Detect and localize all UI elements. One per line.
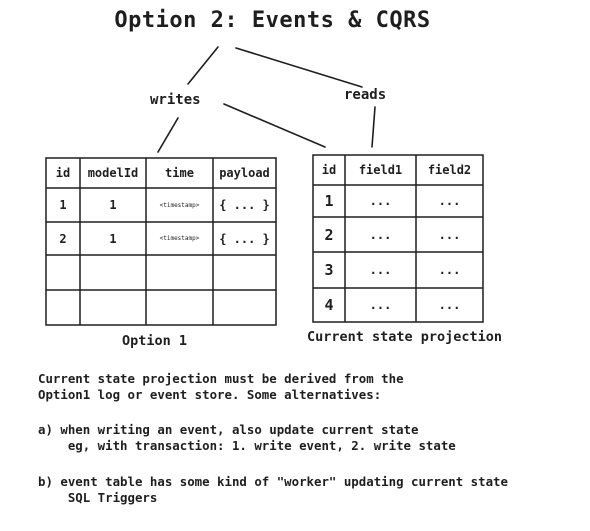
projection-row3-id: 3: [324, 261, 334, 279]
event-header-modelid: modelId: [87, 166, 139, 180]
note-b-line1: b) event table has some kind of "worker"…: [38, 474, 508, 489]
projection-row4-field2: ...: [438, 298, 461, 312]
projection-row2-field1: ...: [369, 227, 392, 242]
event-table-grid: [45, 157, 277, 326]
event-header-payload: payload: [219, 166, 270, 180]
projection-table-caption: Current state projection: [307, 329, 503, 345]
reads-label: reads: [344, 87, 387, 103]
projection-row2-field2: ...: [438, 227, 461, 242]
title-to-reads-line: [235, 47, 363, 88]
projection-row1-field1: ...: [369, 194, 392, 208]
note-intro-line1: Current state projection must be derived…: [38, 371, 404, 386]
projection-header-id: id: [321, 163, 337, 177]
writes-label: writes: [150, 92, 201, 108]
projection-row4-field1: ...: [369, 298, 392, 312]
reads-to-projection-line: [371, 106, 376, 148]
note-intro-line2: Option1 log or event store. Some alterna…: [38, 387, 382, 402]
projection-row2-id: 2: [324, 225, 334, 244]
diagram-title: Option 2: Events & CQRS: [114, 8, 431, 33]
event-header-time: time: [165, 166, 194, 180]
projection-header-field1: field1: [358, 163, 403, 177]
projection-row1-field2: ...: [438, 194, 461, 208]
projection-table-grid: [312, 154, 484, 323]
event-row1-modelid: 1: [109, 198, 117, 212]
event-table-caption: Option 1: [122, 333, 188, 349]
projection-row1-id: 1: [324, 192, 334, 210]
event-row2-id: 2: [59, 231, 67, 246]
note-a-line1: a) when writing an event, also update cu…: [38, 422, 419, 437]
event-header-id: id: [55, 166, 71, 180]
note-b-line2: SQL Triggers: [38, 490, 158, 505]
projection-header-field2: field2: [427, 163, 472, 177]
event-row1-payload: { ... }: [219, 198, 270, 212]
writes-to-projection-line: [223, 103, 326, 148]
projection-row3-field2: ...: [438, 263, 461, 277]
projection-row3-field1: ...: [369, 263, 392, 277]
event-row2-payload: { ... }: [219, 231, 270, 246]
event-row2-time: <timestamp>: [159, 235, 200, 242]
note-a-line2: eg, with transaction: 1. write event, 2.…: [38, 438, 456, 453]
event-row1-time: <timestamp>: [159, 201, 200, 209]
event-row1-id: 1: [59, 198, 67, 212]
projection-row4-id: 4: [324, 296, 334, 314]
event-row2-modelid: 1: [109, 231, 117, 246]
writes-to-event-table-line: [157, 117, 179, 153]
title-to-writes-line: [187, 46, 219, 85]
